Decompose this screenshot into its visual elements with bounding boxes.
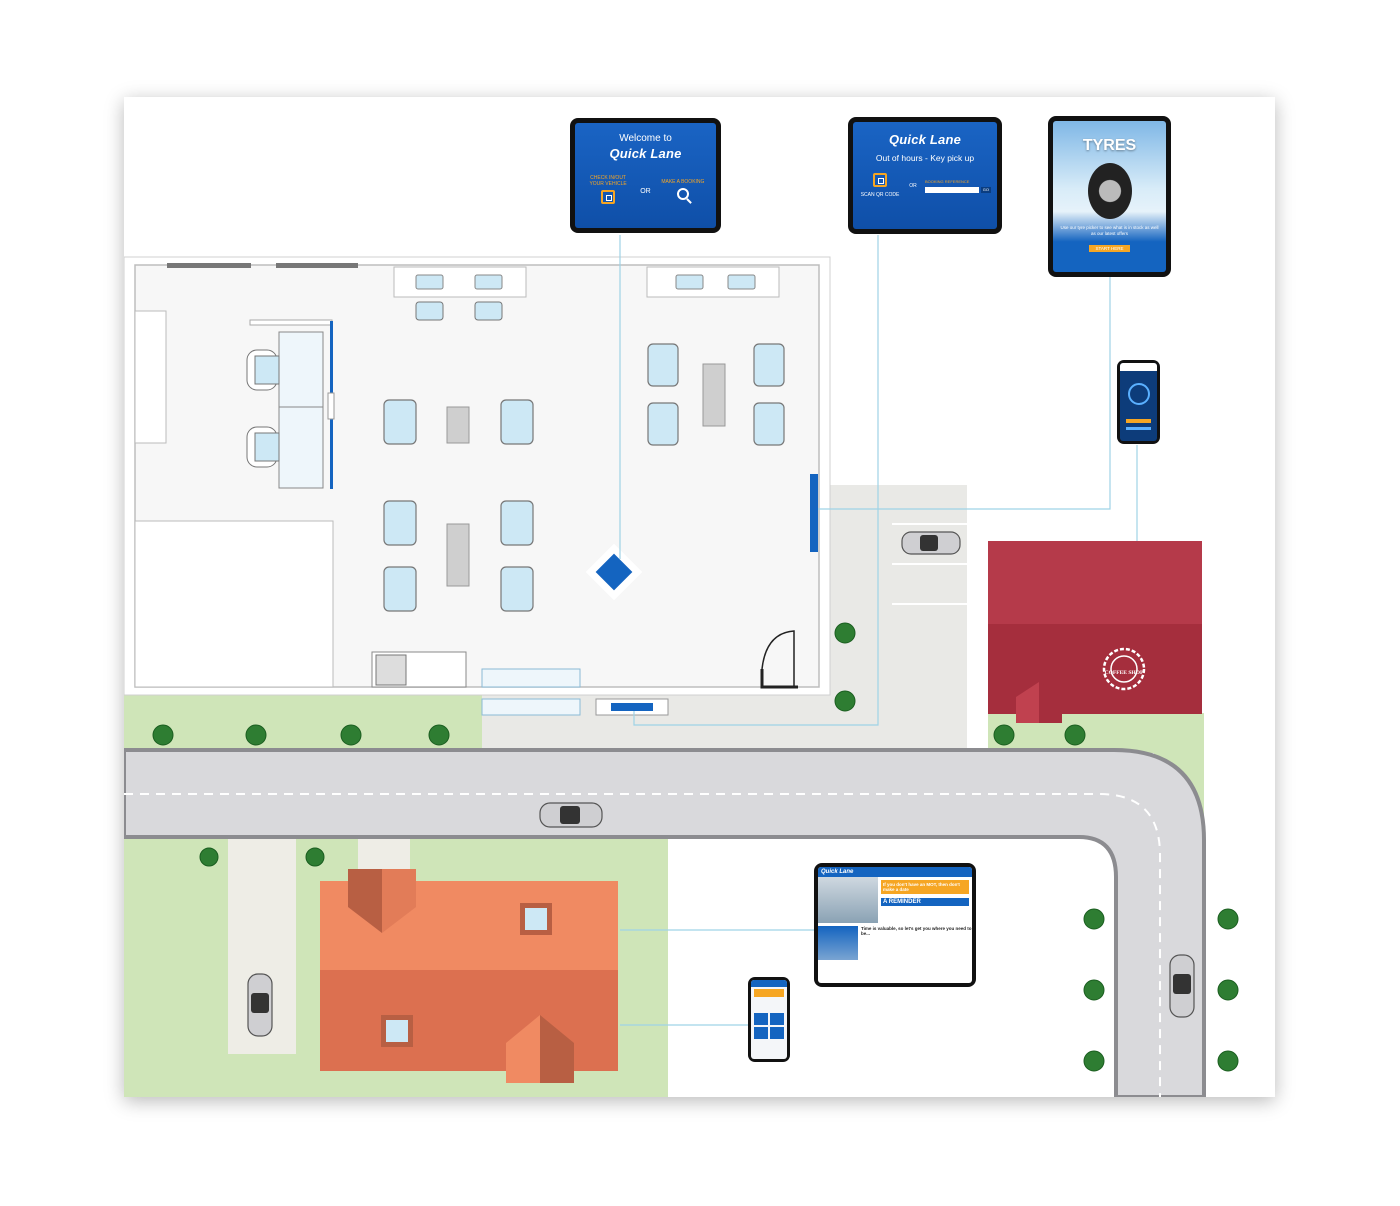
qr-code-icon xyxy=(873,173,887,187)
service-desk xyxy=(278,331,324,489)
front-lawn xyxy=(124,695,484,750)
tree xyxy=(1083,979,1105,1001)
tree xyxy=(1083,908,1105,930)
tree xyxy=(340,724,362,746)
home-phone-website[interactable] xyxy=(748,977,790,1062)
tree xyxy=(834,622,856,644)
tyre-description: Use our tyre picker to see what is in st… xyxy=(1060,225,1159,236)
key-pickup-kiosk[interactable]: Quick Lane Out of hours - Key pick up SC… xyxy=(848,117,1002,234)
tyres-headline: TYRES xyxy=(1082,137,1137,154)
tree xyxy=(245,724,267,746)
map-illustration xyxy=(124,235,1239,1097)
back-office xyxy=(134,520,334,688)
check-in-label: CHECK IN/OUT YOUR VEHICLE xyxy=(589,175,627,187)
home-tagline: Time is valuable, so let's get you where… xyxy=(861,926,972,936)
key-brand-logo: Quick Lane xyxy=(888,132,962,147)
tree xyxy=(1217,1050,1239,1072)
or-divider: OR xyxy=(909,182,917,189)
tree xyxy=(152,724,174,746)
go-button[interactable]: GO xyxy=(980,186,991,193)
venue-map: Welcome to Quick Lane CHECK IN/OUT YOUR … xyxy=(124,97,1275,1097)
mot-promo: If you don't have an MOT, then don't mak… xyxy=(881,880,969,894)
tyre-icon xyxy=(1087,163,1132,219)
tree xyxy=(428,724,450,746)
booking-reference-label: BOOKING REFERENCE xyxy=(925,178,970,184)
key-locker xyxy=(810,474,818,552)
coffee-shop-label: COFFEE SHOP xyxy=(1104,670,1144,676)
check-in-button[interactable]: CHECK IN/OUT YOUR VEHICLE xyxy=(586,175,630,209)
search-icon xyxy=(676,188,689,200)
tree xyxy=(1217,908,1239,930)
make-booking-label: MAKE A BOOKING xyxy=(661,179,705,185)
house-path xyxy=(358,839,410,869)
road xyxy=(124,748,1206,1097)
home-brand-logo: Quick Lane xyxy=(818,867,972,877)
tree xyxy=(305,847,325,867)
connector-key xyxy=(633,235,879,726)
connector-tyre xyxy=(818,277,1111,510)
welcome-greeting: Welcome to xyxy=(619,133,672,144)
start-here-button[interactable]: START HERE xyxy=(1089,245,1130,252)
welcome-kiosk-location xyxy=(595,553,633,591)
coffee-shop xyxy=(988,541,1202,625)
hero-image xyxy=(818,877,878,923)
tree xyxy=(1217,979,1239,1001)
scan-qr-button[interactable]: SCAN QR CODE xyxy=(859,173,901,198)
booking-reference-input[interactable] xyxy=(925,186,979,193)
side-counter xyxy=(134,310,167,444)
road-centre-line xyxy=(124,793,1161,1097)
home-tablet-website[interactable]: Quick Lane If you don't have an MOT, the… xyxy=(814,863,976,987)
reminder-banner: A REMINDER xyxy=(881,898,969,906)
mobile-phone-app[interactable] xyxy=(1117,360,1160,444)
welcome-brand-logo: Quick Lane xyxy=(609,146,682,161)
tree xyxy=(1064,724,1086,746)
coffee-table xyxy=(446,523,470,587)
tree xyxy=(993,724,1015,746)
qr-code-icon xyxy=(601,190,616,204)
tree xyxy=(1083,1050,1105,1072)
tree xyxy=(199,847,219,867)
coffee-table xyxy=(446,406,470,444)
coffee-shop-logo xyxy=(1102,647,1146,691)
tyre-tablet[interactable]: TYRES Use our tyre picker to see what is… xyxy=(1048,116,1171,277)
key-pickup-title: Out of hours - Key pick up xyxy=(875,153,975,163)
tree xyxy=(834,690,856,712)
car xyxy=(247,531,1195,1037)
coffee-table xyxy=(702,363,726,427)
welcome-kiosk[interactable]: Welcome to Quick Lane CHECK IN/OUT YOUR … xyxy=(570,118,721,233)
make-booking-button[interactable]: MAKE A BOOKING xyxy=(661,179,705,205)
or-divider: OR xyxy=(640,188,651,195)
scan-qr-label: SCAN QR CODE xyxy=(860,192,900,198)
app-dial-icon xyxy=(1127,383,1150,405)
